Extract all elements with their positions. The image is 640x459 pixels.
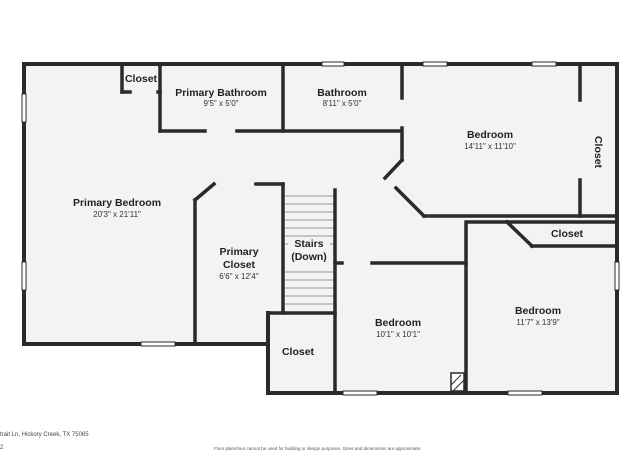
page-number: 2 [0, 445, 4, 451]
room-name-primary-closet-line2: Closet [223, 259, 256, 271]
floor-area-sw [268, 313, 468, 393]
room-dim-primary-closet: 6'6" x 12'4" [219, 272, 259, 281]
interior-walls [120, 62, 619, 395]
room-name-bedroom-s: Bedroom [375, 317, 421, 329]
room-name-bedroom-ne: Bedroom [467, 129, 513, 141]
room-dim-bedroom-s: 10'1" x 10'1" [376, 330, 420, 339]
room-name-closet-top: Closet [125, 73, 158, 85]
disclaimer-note: Floor plans/tour cannot be used for buil… [214, 446, 422, 451]
room-name-primary-closet-line1: Primary [219, 246, 258, 258]
shaft-hatch [450, 372, 465, 392]
room-dim-primary-bathroom: 9'5" x 5'0" [204, 99, 239, 108]
room-dim-bathroom: 8'11" x 5'0" [323, 99, 362, 108]
listing-address: trait Ln, Hickory Creek, TX 75065 [0, 432, 89, 438]
floor-area [24, 65, 617, 393]
room-name-primary-bathroom: Primary Bathroom [175, 87, 267, 99]
room-dim-bedroom-ne: 14'11" x 11'10" [464, 142, 516, 151]
room-name-primary-bedroom: Primary Bedroom [73, 197, 161, 209]
room-name-stairs-line2: (Down) [291, 251, 327, 263]
room-name-bedroom-se: Bedroom [515, 305, 561, 317]
windows [21, 61, 620, 396]
room-dim-primary-bedroom: 20'3" x 21'11" [93, 210, 141, 219]
stairs-label-backdrop [288, 237, 330, 265]
room-name-closet-sw: Closet [282, 346, 315, 358]
room-name-closet-east: Closet [592, 136, 604, 169]
room-name-bathroom: Bathroom [317, 87, 367, 99]
room-name-stairs-line1: Stairs [294, 238, 323, 250]
room-dim-bedroom-se: 11'7" x 13'9" [516, 318, 559, 327]
room-name-closet-se: Closet [551, 228, 584, 240]
